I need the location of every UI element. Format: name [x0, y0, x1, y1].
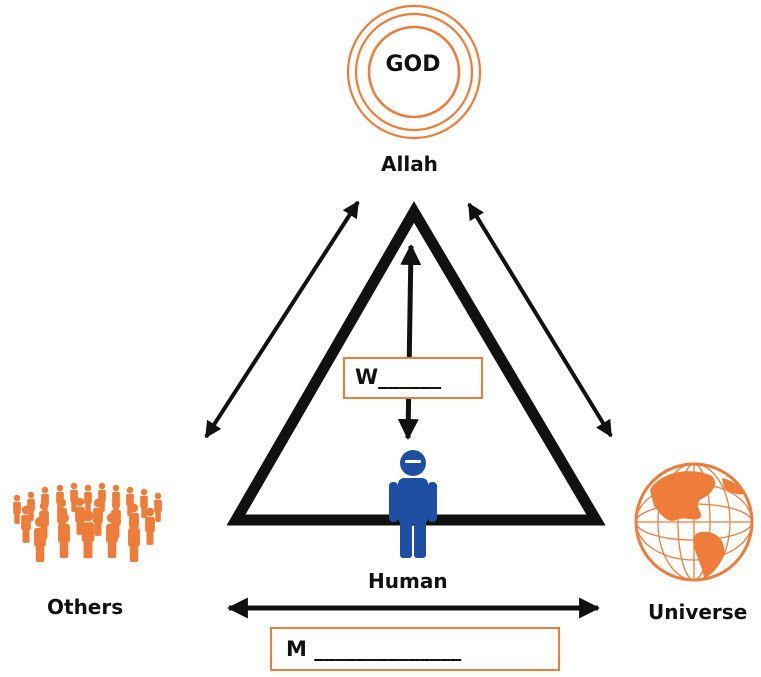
god-universe-arrow [467, 202, 613, 438]
horizontal-blank-text: M ______________ [286, 637, 462, 661]
god-symbol-text: GOD [385, 52, 441, 77]
crowd-person-icon [112, 484, 120, 514]
crowd-person-icon [70, 482, 78, 512]
crowd-person-icon [98, 482, 106, 512]
god-others-arrow [204, 200, 360, 439]
god-circles-icon [346, 4, 482, 140]
vertical-blank-text: W______ [355, 365, 442, 389]
crowd-person-icon [106, 512, 118, 558]
god-human-arrow [397, 243, 422, 441]
others-crowd-icon [13, 482, 162, 562]
crowd-person-icon [13, 494, 21, 524]
crowd-person-icon [58, 512, 70, 558]
allah-label: Allah [381, 152, 438, 176]
horizontal-blank-box: M ______________ [270, 627, 560, 671]
crowd-person-icon [93, 498, 103, 536]
crowd-person-icon [128, 516, 140, 562]
others-label: Others [47, 595, 124, 619]
crowd-person-icon [84, 484, 92, 514]
crowd-person-icon [81, 510, 95, 559]
crowd-person-icon [34, 516, 46, 562]
crowd-person-icon [140, 488, 148, 518]
crowd-person-icon [154, 492, 162, 522]
universe-label: Universe [648, 600, 748, 624]
universe-globe-icon [634, 462, 754, 582]
human-label: Human [368, 569, 448, 593]
crowd-person-icon [21, 505, 31, 543]
vertical-blank-box: W______ [343, 357, 483, 399]
crowd-person-icon [145, 507, 155, 545]
human-person-icon [389, 450, 437, 558]
